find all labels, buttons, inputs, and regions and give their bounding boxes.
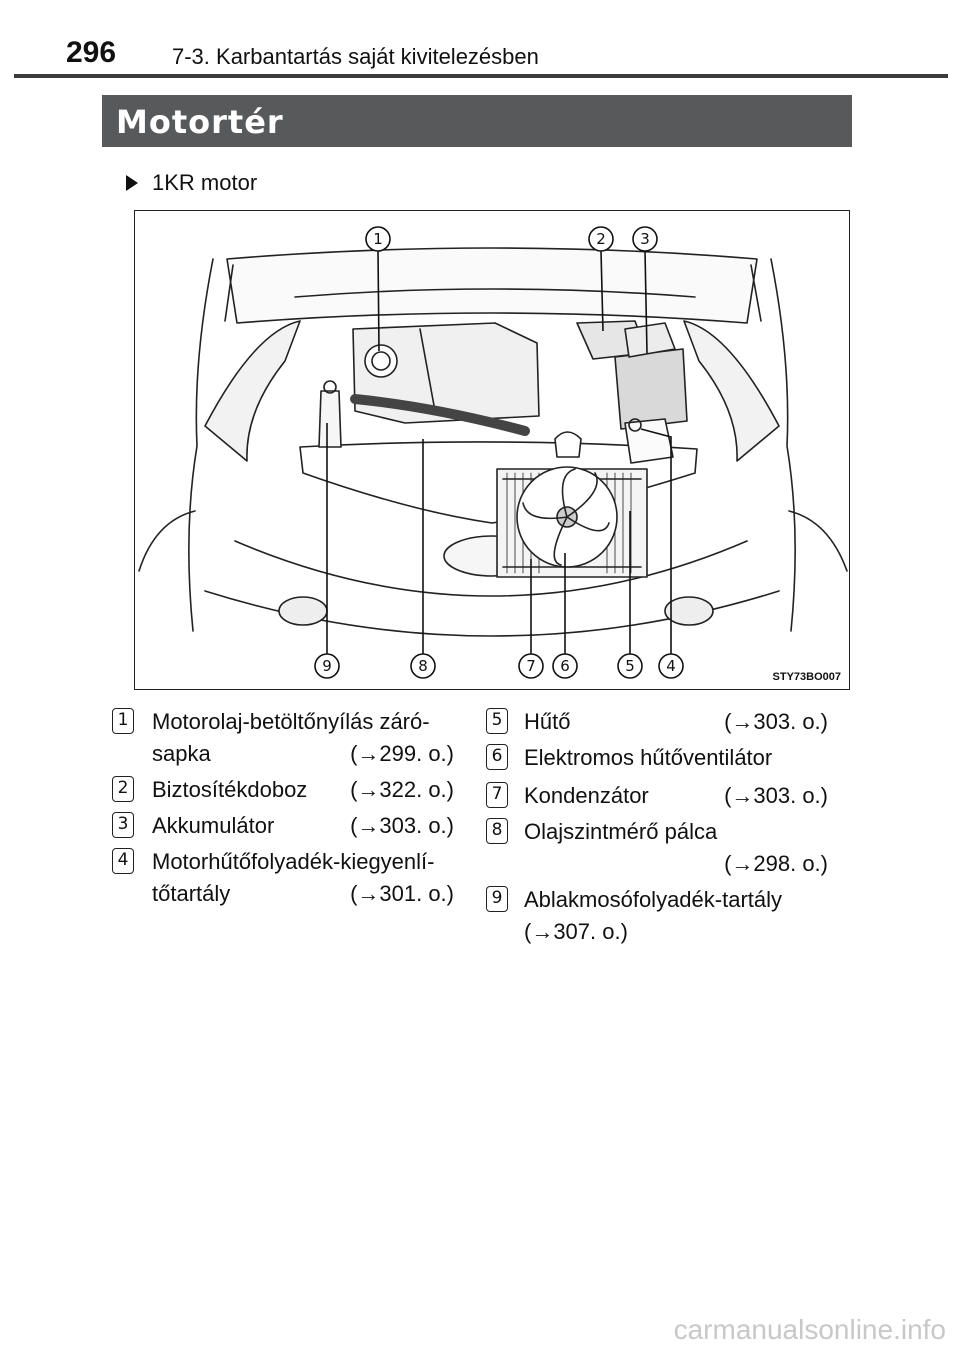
legend-item-2: 2 Biztosítékdoboz (→322. o.) bbox=[112, 774, 454, 806]
callout-3: 3 bbox=[640, 230, 650, 248]
figure-code: STY73BO007 bbox=[772, 671, 841, 683]
page-header: 296 7-3. Karbantartás saját kivitelezésb… bbox=[0, 0, 960, 80]
legend-page-ref: (→307. o.) bbox=[524, 919, 628, 944]
legend-text: Akkumulátor bbox=[152, 813, 275, 838]
legend-page-ref: (→322. o.) bbox=[350, 777, 454, 802]
legend-page-ref: (→298. o.) bbox=[724, 851, 828, 876]
section-banner: Motortér bbox=[102, 95, 852, 147]
legend-item-4: 4 Motorhűtőfolyadék-kiegyenlí- tőtartály… bbox=[112, 846, 454, 910]
legend-badge: 2 bbox=[112, 776, 134, 802]
engine-variant-label: 1KR motor bbox=[152, 170, 258, 195]
legend-text: Elektromos hűtőventilátor bbox=[524, 745, 773, 770]
legend-text: Motorhűtőfolyadék-kiegyenlí- bbox=[152, 849, 435, 874]
legend-page-ref: (→303. o.) bbox=[350, 813, 454, 838]
header-divider bbox=[14, 74, 948, 78]
callout-5: 5 bbox=[625, 657, 635, 675]
engine-bay-illustration: 1 2 3 4 5 6 7 8 9 bbox=[138, 226, 848, 679]
legend-text: Ablakmosófolyadék-tartály bbox=[524, 887, 783, 912]
engine-bay-figure: 1 2 3 4 5 6 7 8 9 STY73BO007 bbox=[134, 210, 850, 690]
callout-4: 4 bbox=[666, 657, 676, 675]
legend-item-6: 6 Elektromos hűtőventilátor bbox=[486, 742, 828, 774]
legend-text: Biztosítékdoboz bbox=[152, 777, 308, 802]
legend-item-7: 7 Kondenzátor (→303. o.) bbox=[486, 780, 828, 812]
legend-item-3: 3 Akkumulátor (→303. o.) bbox=[112, 810, 454, 842]
legend-page-ref: (→303. o.) bbox=[724, 709, 828, 734]
legend-item-9: 9 Ablakmosófolyadék-tartály (→307. o.) bbox=[486, 884, 828, 948]
callout-6: 6 bbox=[560, 657, 570, 675]
callout-1: 1 bbox=[373, 230, 383, 248]
legend-badge: 1 bbox=[112, 708, 134, 734]
legend-text: Motorolaj-betöltőnyílás záró- bbox=[152, 709, 430, 734]
legend-page-ref: (→299. o.) bbox=[350, 741, 454, 766]
legend-page-ref: (→301. o.) bbox=[350, 881, 454, 906]
legend-text: Olajszintmérő pálca bbox=[524, 819, 718, 844]
legend-badge: 4 bbox=[112, 848, 134, 874]
legend-badge: 9 bbox=[486, 886, 508, 912]
legend-badge: 6 bbox=[486, 744, 508, 770]
legend-item-5: 5 Hűtő (→303. o.) bbox=[486, 706, 828, 738]
engine-variant: 1KR motor bbox=[126, 170, 257, 196]
chapter-title: 7-3. Karbantartás saját kivitelezésben bbox=[172, 44, 539, 69]
legend-text: Kondenzátor bbox=[524, 783, 649, 808]
legend-text: sapka bbox=[152, 741, 211, 766]
legend-badge: 3 bbox=[112, 812, 134, 838]
legend-text: tőtartály bbox=[152, 881, 231, 906]
legend-text: Hűtő bbox=[524, 709, 571, 734]
legend-item-8: 8 Olajszintmérő pálca (→298. o.) bbox=[486, 816, 828, 880]
triangle-bullet-icon bbox=[126, 175, 138, 191]
legend-badge: 7 bbox=[486, 782, 508, 808]
page-number: 296 bbox=[66, 36, 117, 69]
legend-badge: 8 bbox=[486, 818, 508, 844]
legend-item-1: 1 Motorolaj-betöltőnyílás záró- sapka (→… bbox=[112, 706, 454, 770]
legend-badge: 5 bbox=[486, 708, 508, 734]
callout-9: 9 bbox=[322, 657, 332, 675]
section-title: Motortér bbox=[116, 103, 284, 141]
watermark: carmanualsonline.info bbox=[673, 1314, 946, 1345]
callout-2: 2 bbox=[596, 230, 606, 248]
callout-8: 8 bbox=[418, 657, 428, 675]
legend-page-ref: (→303. o.) bbox=[724, 783, 828, 808]
callout-7: 7 bbox=[526, 657, 536, 675]
